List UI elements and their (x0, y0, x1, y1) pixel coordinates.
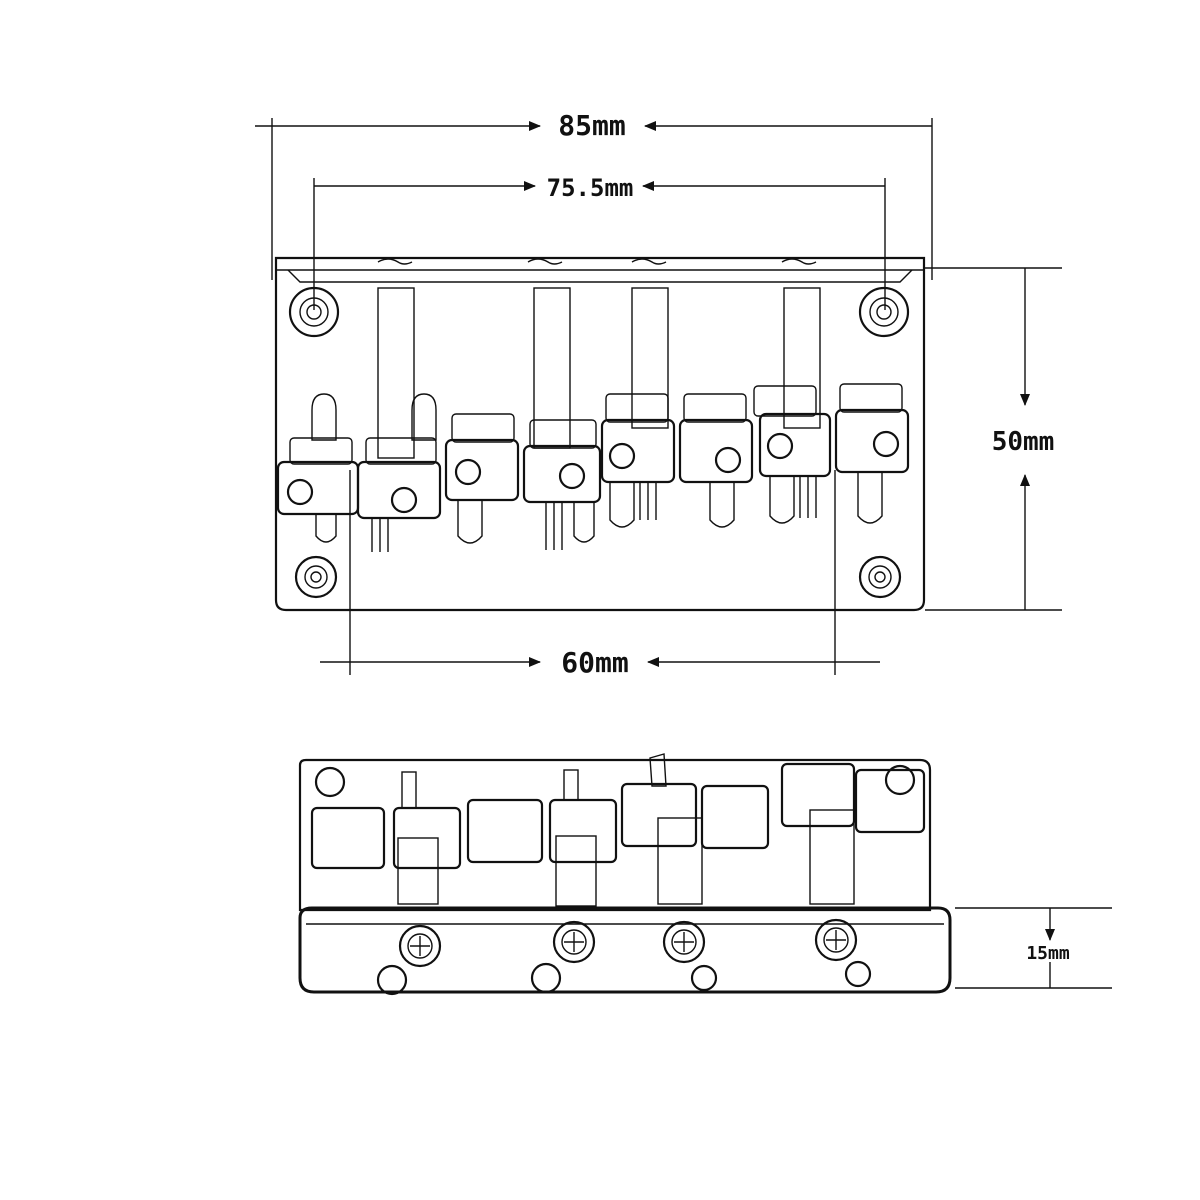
saddle-span-label: 60mm (561, 646, 628, 679)
intonation-spring-4 (783, 287, 821, 429)
side-saddle-1 (310, 771, 462, 905)
height-screw-icon (690, 964, 718, 992)
hex-screw-icon (558, 462, 586, 490)
height-screw-icon (844, 960, 872, 988)
side-saddle-3 (620, 753, 770, 905)
intonation-spring-3 (631, 287, 669, 429)
ferrule-screw-3 (662, 920, 706, 964)
side-height-label: 15mm (1026, 943, 1070, 964)
overall-width-dimension: 85mm (255, 109, 933, 280)
plate-length-dimension: 50mm (925, 267, 1062, 611)
saddle-2 (444, 413, 602, 550)
side-view: 15mm (298, 753, 1112, 996)
top-view: 85mm 75.5mm 50mm 60mm (255, 109, 1062, 679)
mount-hole-bottom-left (294, 555, 338, 599)
saddle-4 (753, 383, 910, 524)
ferrule-screw-4 (814, 918, 858, 962)
saddle-3 (600, 393, 754, 528)
mount-hole-top-left (288, 286, 340, 338)
hex-screw-icon (454, 458, 482, 486)
mount-hole-top-right (858, 286, 910, 338)
side-saddle-4 (780, 762, 926, 905)
height-screw-icon (376, 964, 408, 996)
saddle-span-dimension: 60mm (320, 470, 880, 679)
hole-spacing-label: 75.5mm (547, 174, 634, 202)
base-plate (274, 256, 926, 612)
hex-screw-icon (390, 486, 418, 514)
hole-spacing-dimension: 75.5mm (313, 174, 886, 310)
mount-screw-icon (314, 766, 346, 798)
intonation-spring-1 (377, 287, 415, 459)
side-base-block (298, 906, 952, 994)
ferrule-screw-1 (398, 924, 442, 968)
side-saddle-2 (466, 769, 618, 907)
intonation-spring-2 (533, 287, 571, 449)
hex-screw-icon (872, 430, 900, 458)
hex-screw-icon (766, 432, 794, 460)
height-screw-icon (530, 962, 562, 994)
hex-screw-icon (714, 446, 742, 474)
mount-hole-bottom-right (858, 555, 902, 599)
plate-length-label: 50mm (992, 427, 1055, 457)
mount-screw-icon (884, 764, 916, 796)
saddle-1 (276, 393, 442, 552)
ferrule-screw-2 (552, 920, 596, 964)
hex-screw-icon (608, 442, 636, 470)
overall-width-label: 85mm (558, 109, 625, 142)
hex-screw-icon (286, 478, 314, 506)
side-height-dimension: 15mm (955, 907, 1112, 989)
